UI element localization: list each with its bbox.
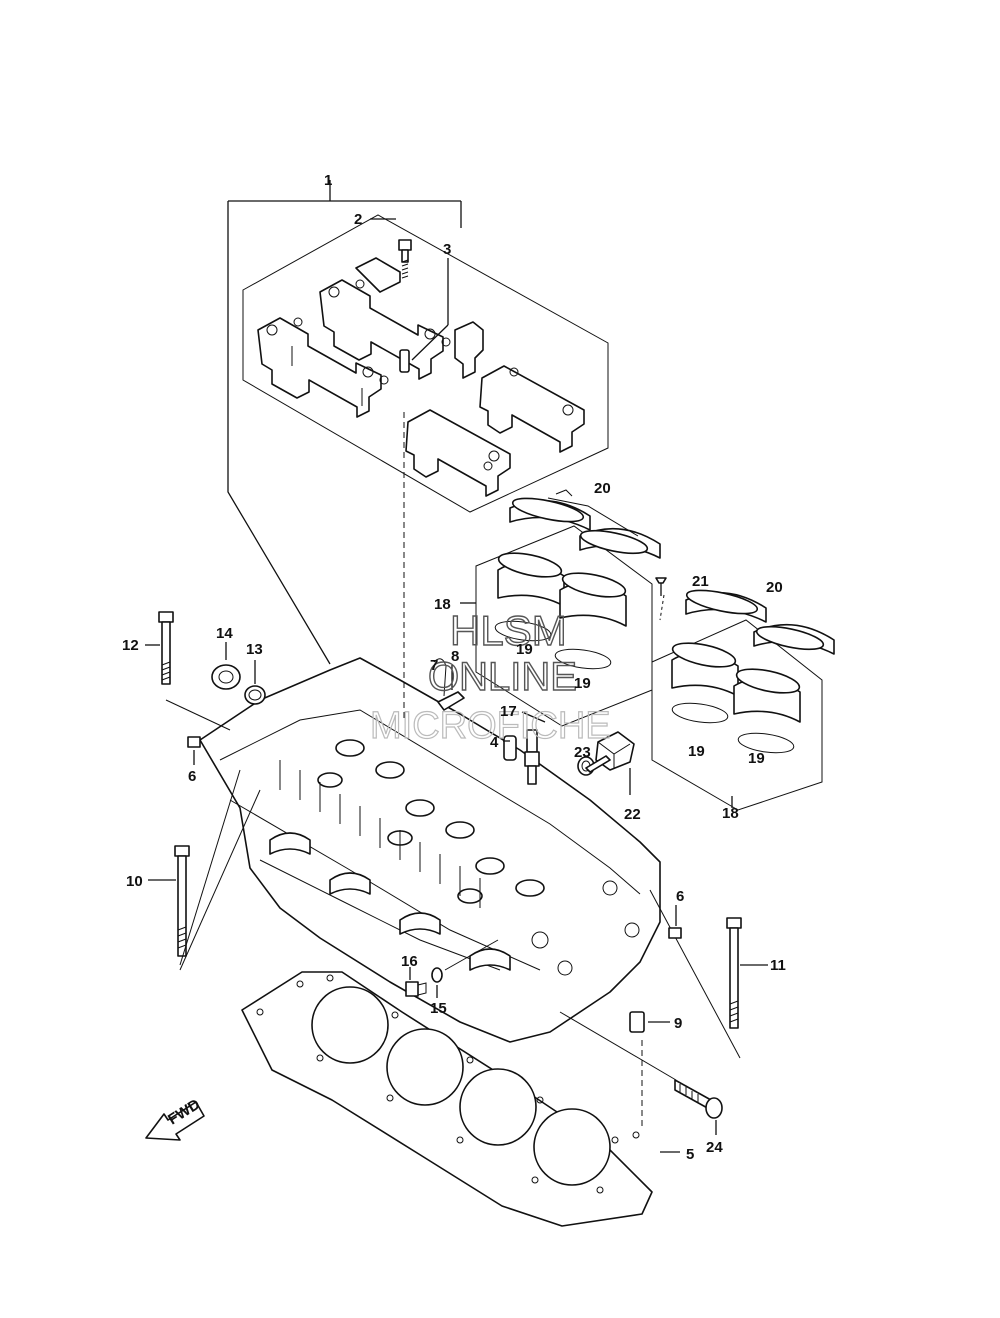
callout-24: 24 [706, 1139, 723, 1156]
callout-19-d: 19 [748, 750, 765, 767]
camshaft-holder-group [227, 180, 609, 665]
callout-12: 12 [122, 637, 139, 654]
callout-5: 5 [686, 1146, 694, 1163]
cylinder-head [199, 657, 661, 1043]
dowel-9 [629, 1011, 670, 1033]
washer-15 [431, 967, 443, 998]
callout-4: 4 [490, 734, 499, 751]
watermark-line-3: MICROFICHE [370, 705, 611, 747]
callout-6-left: 6 [188, 768, 196, 785]
callout-20-upper: 20 [594, 480, 611, 497]
valve-lifter-bores [317, 739, 545, 904]
bolt-10 [148, 789, 261, 971]
camshaft-holder-2 [319, 257, 484, 380]
bolt-12 [145, 611, 231, 731]
callout-18-lower: 18 [722, 805, 739, 822]
intake-pipe-group-lower [651, 589, 835, 811]
oil-seal-14 [211, 642, 241, 690]
callout-18-upper: 18 [434, 596, 451, 613]
spark-plug-17 [521, 711, 546, 785]
callout-22: 22 [624, 806, 641, 823]
callout-23: 23 [574, 744, 591, 761]
callout-11: 11 [770, 957, 786, 974]
plug-6-left [187, 736, 201, 765]
union-16 [405, 967, 427, 997]
callout-7: 7 [430, 657, 438, 674]
holder-bolt [370, 218, 412, 279]
plug-6-right [668, 905, 682, 939]
clamp-7 [433, 658, 447, 697]
callout-20-lower: 20 [766, 579, 783, 596]
callout-6-right: 6 [676, 888, 684, 905]
o-ring-13 [244, 660, 266, 705]
intake-pipe-group-upper [460, 489, 667, 727]
callout-10: 10 [126, 873, 143, 890]
watermark: HLSM ONLINE MICROFICHE [369, 606, 611, 747]
callout-14: 14 [216, 625, 233, 642]
callout-2: 2 [354, 211, 362, 228]
camshaft-holder-1 [257, 317, 389, 418]
callout-9: 9 [674, 1015, 682, 1032]
head-gasket [241, 971, 653, 1227]
callout-8: 8 [451, 648, 459, 665]
camshaft-holder-4 [405, 409, 511, 497]
flange-bolt-24 [559, 1011, 723, 1135]
callout-19-c: 19 [688, 743, 705, 760]
callout-21: 21 [692, 573, 709, 590]
bolt-11 [649, 889, 768, 1059]
callout-1: 1 [324, 172, 332, 189]
callout-15: 15 [430, 1000, 447, 1017]
watermark-line-2: ONLINE [428, 655, 577, 699]
callout-3: 3 [443, 241, 451, 258]
pipe-4 [503, 735, 517, 761]
callout-13: 13 [246, 641, 263, 658]
watermark-line-1: HLSM [450, 607, 567, 654]
callout-19-a: 19 [516, 641, 533, 658]
callout-19-b: 19 [574, 675, 591, 692]
callout-17: 17 [500, 703, 517, 720]
camshaft-holder-3 [479, 365, 585, 453]
dowel-pin [399, 258, 449, 373]
exhaust-ports [269, 832, 511, 971]
sensor-8 [437, 665, 465, 711]
callout-labels: 1 2 3 20 21 20 18 19 19 8 7 12 14 13 17 … [122, 172, 786, 1163]
fwd-arrow-icon: FWD [145, 1096, 205, 1141]
temp-sensor-22 [585, 731, 635, 795]
callout-16: 16 [401, 953, 418, 970]
